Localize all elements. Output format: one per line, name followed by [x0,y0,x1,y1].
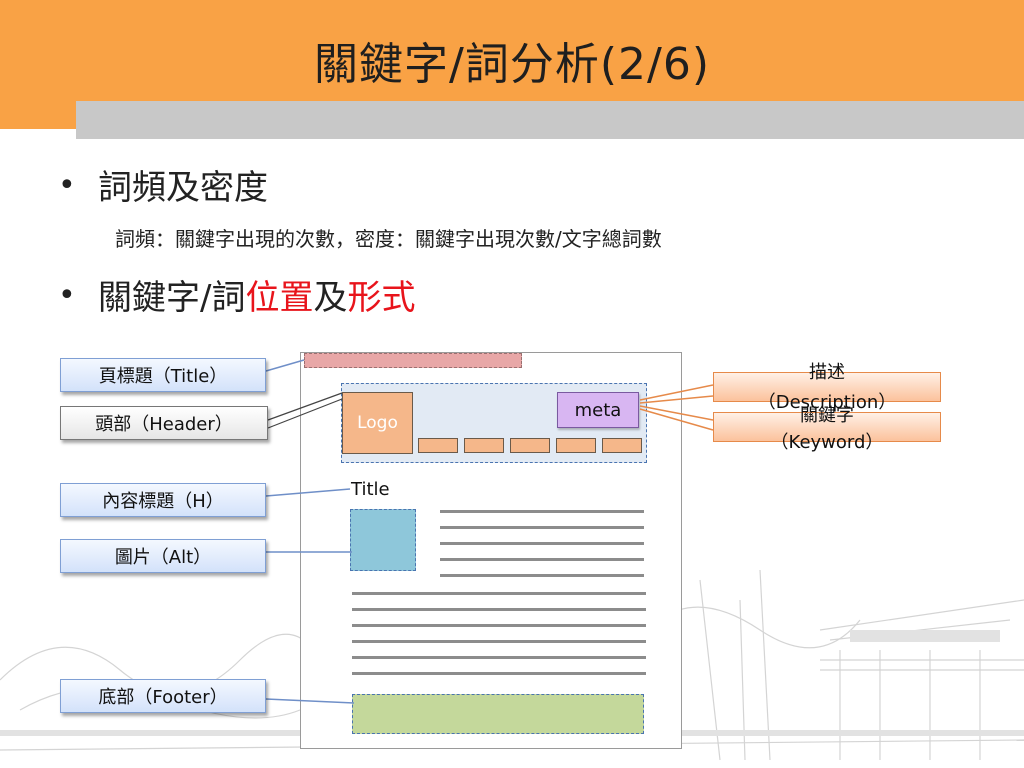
bullet-dot: • [58,168,76,203]
bullet-text: 詞頻及密度 [98,168,268,208]
page-title-bar [304,353,522,368]
bullet-part: 及 [313,278,348,318]
image-placeholder [350,509,416,571]
callout-footer: 底部（Footer） [60,679,266,713]
nav-item-box [418,438,458,453]
slide-title: 關鍵字/詞分析(2/6) [314,39,710,90]
text-line [352,640,646,643]
text-line [352,608,646,611]
callout-header: 頭部（Header） [60,406,268,440]
callout-description-box [713,372,941,402]
callout-description-line2: （Description） [757,392,897,413]
bullet-part-highlight: 位置 [245,278,314,318]
meta-box: meta [557,392,639,428]
bullet-part-highlight: 形式 [347,278,416,318]
bullet-dot: • [58,278,76,313]
callout-content-heading: 內容標題（H） [60,483,266,517]
nav-item-box [556,438,596,453]
bullet-subtext: 詞頻：關鍵字出現的次數，密度：關鍵字出現次數/文字總詞數 [115,227,662,251]
text-line [352,624,646,627]
text-line [352,592,646,595]
title-underline-bar [76,101,1024,139]
nav-item-box [464,438,504,453]
text-line [352,672,646,675]
text-line [440,526,644,529]
callout-image-alt: 圖片（Alt） [60,539,266,573]
logo-box: Logo [342,392,413,454]
callout-description-line1: 描述 [809,362,845,383]
callout-page-title: 頁標題（Title） [60,358,266,392]
text-line [440,574,644,577]
page-footer-area [352,694,644,734]
text-line [440,542,644,545]
text-line [440,510,644,513]
text-line [352,656,646,659]
callout-keyword-box [713,412,941,442]
bullet-part: 關鍵字/詞 [98,278,246,318]
callout-keyword-line2: （Keyword） [770,432,884,453]
nav-item-box [602,438,642,453]
text-line [440,558,644,561]
callout-keyword-line1: 關鍵字 [800,405,854,426]
bullet-text-keyword-position: 關鍵字/詞位置及形式 [98,270,415,319]
content-title-text: Title [351,479,390,500]
nav-item-box [510,438,550,453]
